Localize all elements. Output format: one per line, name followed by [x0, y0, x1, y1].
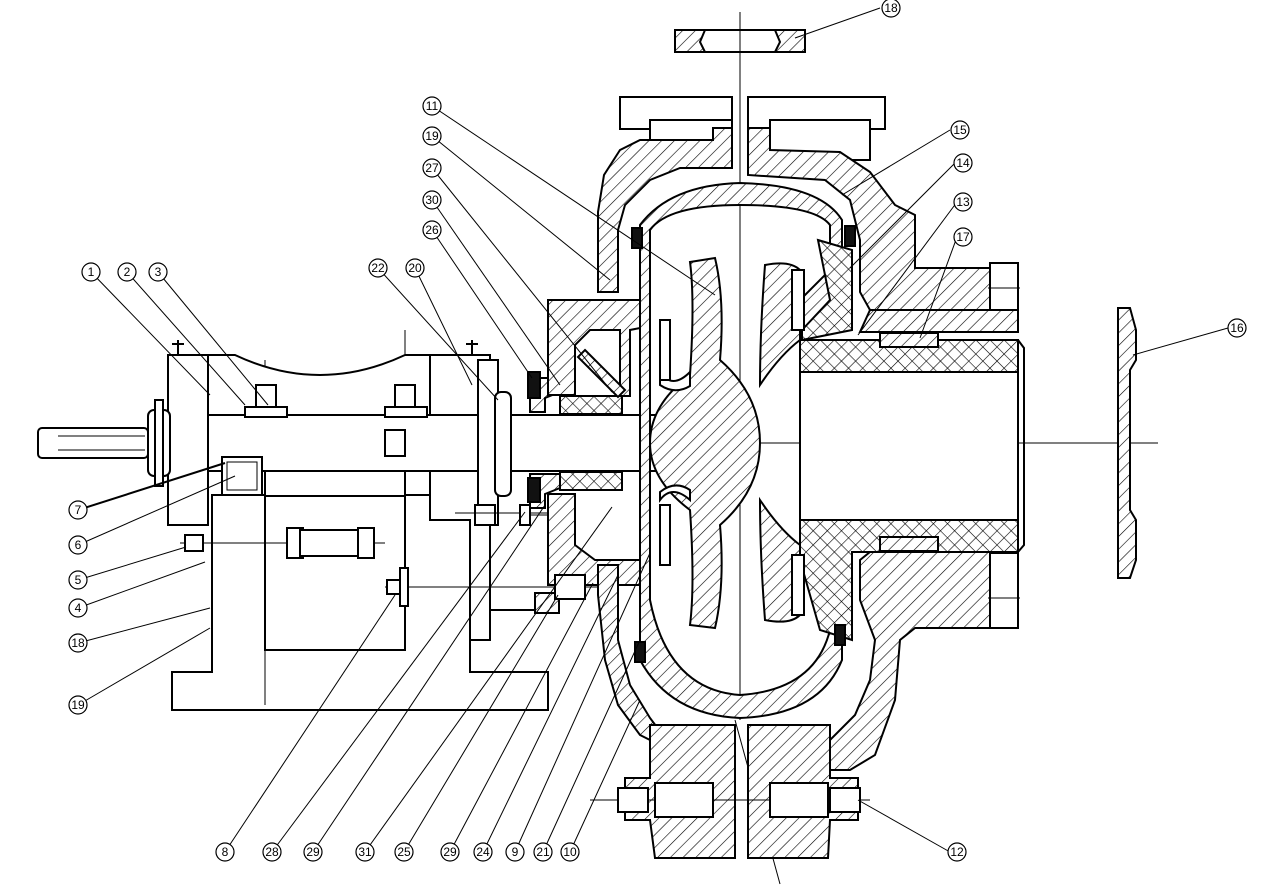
- svg-text:26: 26: [425, 223, 439, 237]
- callout-13: 13: [953, 192, 973, 212]
- callout-26: 26: [422, 220, 442, 240]
- callout-29-a: 29: [303, 842, 323, 862]
- drive-shaft-end: [37, 427, 149, 459]
- svg-text:5: 5: [75, 573, 82, 587]
- callout-17: 17: [953, 227, 973, 247]
- svg-text:28: 28: [265, 845, 279, 859]
- svg-text:19: 19: [71, 698, 85, 712]
- callout-20: 20: [405, 258, 425, 278]
- callout-19-left: 19: [68, 695, 88, 715]
- svg-text:14: 14: [956, 156, 970, 170]
- svg-text:15: 15: [953, 123, 967, 137]
- callout-6: 6: [68, 535, 88, 555]
- svg-text:29: 29: [306, 845, 320, 859]
- svg-text:18: 18: [884, 1, 898, 15]
- callout-14: 14: [953, 153, 973, 173]
- svg-text:7: 7: [75, 503, 82, 517]
- callout-24: 24: [473, 842, 493, 862]
- svg-text:31: 31: [358, 845, 372, 859]
- svg-text:13: 13: [956, 195, 970, 209]
- detail-gasket-top: [674, 29, 806, 53]
- svg-text:22: 22: [371, 261, 385, 275]
- callout-22: 22: [368, 258, 388, 278]
- svg-text:10: 10: [563, 845, 577, 859]
- svg-text:2: 2: [124, 265, 131, 279]
- name-plate: [221, 456, 263, 496]
- svg-text:27: 27: [425, 161, 439, 175]
- stuffing-box-body: [547, 299, 641, 397]
- svg-text:20: 20: [408, 261, 422, 275]
- detail-gasket-right: [1117, 307, 1137, 579]
- callout-18-left: 18: [68, 633, 88, 653]
- callout-7: 7: [68, 500, 88, 520]
- stuffing-box: [519, 299, 641, 614]
- svg-text:29: 29: [443, 845, 457, 859]
- svg-text:8: 8: [222, 845, 229, 859]
- svg-text:9: 9: [512, 845, 519, 859]
- callout-16: 16: [1227, 318, 1247, 338]
- volute-liner: [631, 181, 1019, 720]
- impeller-vane-upper: [758, 262, 801, 389]
- callout-15: 15: [950, 120, 970, 140]
- callout-29-b: 29: [440, 842, 460, 862]
- casing-lower-right: [829, 551, 991, 771]
- svg-text:12: 12: [950, 845, 964, 859]
- callout-19-top: 19: [422, 126, 442, 146]
- callouts: 1 2 3 7 6 5 4 18 19 22 20 26 30 27 19 11…: [68, 0, 1247, 862]
- svg-text:25: 25: [397, 845, 411, 859]
- callout-25: 25: [394, 842, 414, 862]
- packing: [559, 395, 623, 415]
- callout-31: 31: [355, 842, 375, 862]
- callout-3: 3: [148, 262, 168, 282]
- callout-2: 2: [117, 262, 137, 282]
- svg-text:16: 16: [1230, 321, 1244, 335]
- impeller-back-shroud: [648, 256, 762, 630]
- callout-8: 8: [215, 842, 235, 862]
- callout-12: 12: [947, 842, 967, 862]
- callout-18-top: 18: [881, 0, 901, 18]
- svg-text:6: 6: [75, 538, 82, 552]
- svg-text:30: 30: [425, 193, 439, 207]
- callout-5: 5: [68, 570, 88, 590]
- svg-text:4: 4: [75, 601, 82, 615]
- callout-10: 10: [560, 842, 580, 862]
- callout-1: 1: [81, 262, 101, 282]
- impeller-vane-lower: [758, 496, 801, 623]
- callout-21: 21: [533, 842, 553, 862]
- suction-bore: [799, 339, 1025, 553]
- callout-27: 27: [422, 158, 442, 178]
- liner-outer: [639, 181, 843, 720]
- svg-text:17: 17: [956, 230, 970, 244]
- callout-30: 30: [422, 190, 442, 210]
- svg-text:11: 11: [426, 99, 439, 113]
- svg-text:1: 1: [88, 265, 95, 279]
- svg-text:18: 18: [71, 636, 85, 650]
- callout-9: 9: [505, 842, 525, 862]
- svg-text:3: 3: [155, 265, 162, 279]
- svg-text:21: 21: [536, 845, 550, 859]
- leader-lines: [77, 7, 1229, 853]
- svg-text:24: 24: [476, 845, 490, 859]
- left-end-cover: [167, 354, 209, 526]
- svg-text:19: 19: [425, 129, 439, 143]
- callout-28: 28: [262, 842, 282, 862]
- callout-4: 4: [68, 598, 88, 618]
- pump-casing: [590, 96, 1020, 859]
- callout-11: 11: [422, 96, 442, 116]
- impeller: [648, 256, 805, 630]
- casing-upper-left: [597, 127, 733, 293]
